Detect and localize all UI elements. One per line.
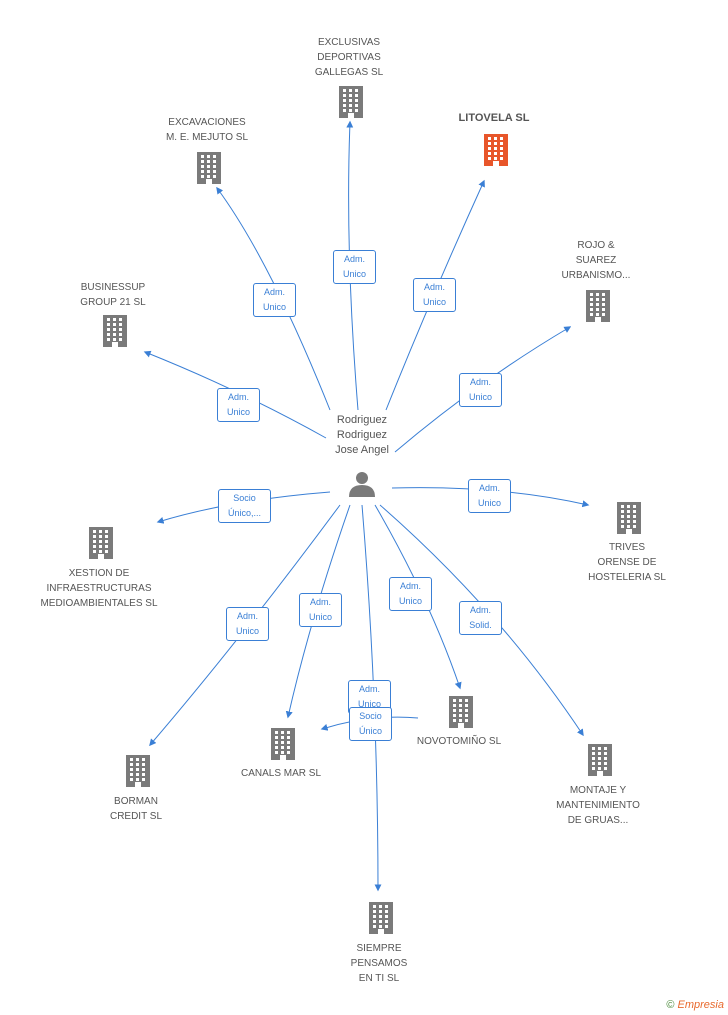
building-icon[interactable] (369, 902, 393, 934)
relation-label-exclusivas[interactable]: Adm. Unico (333, 250, 376, 284)
company-name-canals[interactable]: CANALS MAR SL (240, 768, 322, 779)
person-icon[interactable] (349, 472, 375, 497)
building-icon[interactable] (484, 134, 508, 166)
copyright-symbol: © (666, 999, 675, 1011)
relation-label-canals[interactable]: Adm. Unico (299, 593, 342, 627)
relation-label-montaje[interactable]: Adm. Solid. (459, 601, 502, 635)
relation-label-novotomino[interactable]: Adm. Unico (389, 577, 432, 611)
company-name-siempre[interactable]: SIEMPRE PENSAMOS EN TI SL (350, 943, 408, 984)
company-name-borman[interactable]: BORMAN CREDIT SL (109, 796, 163, 822)
company-name-businessup[interactable]: BUSINESSUP GROUP 21 SL (80, 282, 146, 308)
building-icon[interactable] (586, 290, 610, 322)
footer-credit[interactable]: © Empresia (666, 999, 724, 1011)
relation-edge-excavaciones (216, 186, 331, 411)
relation-label-businessup[interactable]: Adm. Unico (217, 388, 260, 422)
company-name-litovela[interactable]: LITOVELA SL (458, 112, 530, 124)
relation-label-canals[interactable]: Socio Único (349, 707, 392, 741)
building-icon[interactable] (126, 755, 150, 787)
building-icon[interactable] (588, 744, 612, 776)
relation-label-borman[interactable]: Adm. Unico (226, 607, 269, 641)
building-icon[interactable] (89, 527, 113, 559)
relation-label-trives[interactable]: Adm. Unico (468, 479, 511, 513)
company-name-trives[interactable]: TRIVES ORENSE DE HOSTELERIA SL (588, 542, 666, 583)
company-name-montaje[interactable]: MONTAJE Y MANTENIMIENTO DE GRUAS... (556, 785, 640, 826)
brand-logo: Empresia (677, 999, 724, 1011)
building-icon[interactable] (449, 696, 473, 728)
relation-label-rojo[interactable]: Adm. Unico (459, 373, 502, 407)
company-name-exclusivas[interactable]: EXCLUSIVAS DEPORTIVAS GALLEGAS SL (314, 37, 384, 78)
building-icon[interactable] (103, 315, 127, 347)
company-name-rojo[interactable]: ROJO & SUAREZ URBANISMO... (561, 240, 631, 281)
relation-label-excavaciones[interactable]: Adm. Unico (253, 283, 296, 317)
company-name-novotomino[interactable]: NOVOTOMIÑO SL (416, 736, 502, 747)
building-icon[interactable] (617, 502, 641, 534)
building-icon[interactable] (197, 152, 221, 184)
person-name[interactable]: Rodriguez Rodriguez Jose Angel (335, 414, 389, 456)
company-name-excavaciones[interactable]: EXCAVACIONES M. E. MEJUTO SL (165, 117, 249, 143)
relation-label-xestion[interactable]: Socio Único,... (218, 489, 271, 523)
relation-label-litovela[interactable]: Adm. Unico (413, 278, 456, 312)
building-icon[interactable] (339, 86, 363, 118)
company-name-xestion[interactable]: XESTION DE INFRAESTRUCTURAS MEDIOAMBIENT… (40, 568, 158, 609)
building-icon[interactable] (271, 728, 295, 760)
